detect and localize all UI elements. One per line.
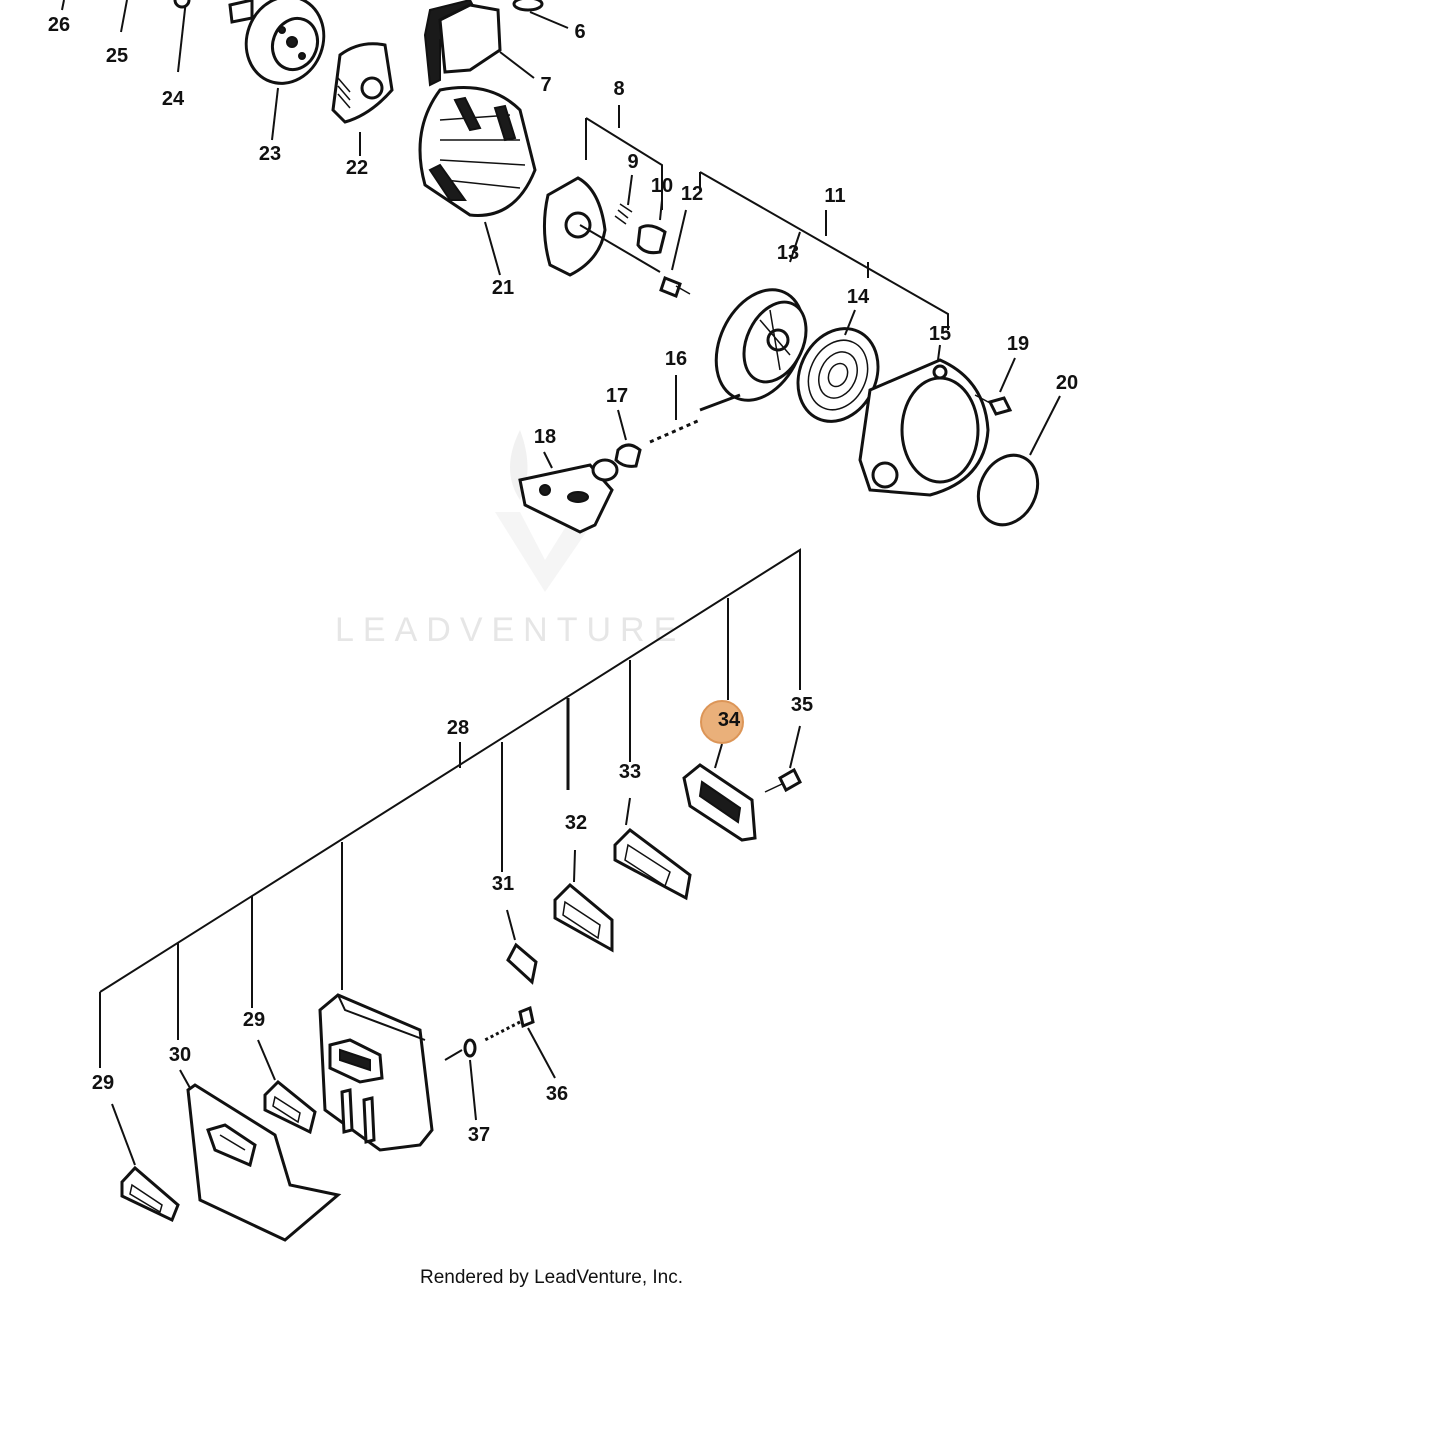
part-28-bracket-line <box>99 548 801 993</box>
part-12-screw <box>659 276 691 298</box>
render-credit: Rendered by LeadVenture, Inc. <box>420 1267 683 1288</box>
callout-31[interactable]: 31 <box>492 873 514 895</box>
part-30-heat-shield <box>186 1083 342 1242</box>
callout-14[interactable]: 14 <box>847 286 870 308</box>
part-37-washer <box>463 1038 477 1058</box>
part-22-clutch-shoe <box>331 42 394 124</box>
part-16-starter-rope <box>649 418 701 444</box>
callout-17[interactable]: 17 <box>606 385 628 407</box>
part-31-plate <box>506 942 538 985</box>
callout-20[interactable]: 20 <box>1056 372 1078 394</box>
callout-13[interactable]: 13 <box>777 242 799 264</box>
part-24-washer <box>173 0 191 9</box>
callout-23[interactable]: 23 <box>259 143 281 165</box>
part-14-recoil-spring <box>796 327 880 423</box>
callout-25[interactable]: 25 <box>106 45 128 67</box>
part-10-pawl <box>636 224 667 255</box>
callout-29-upper[interactable]: 29 <box>243 1009 265 1031</box>
part-8-starter-pulley <box>542 176 661 277</box>
part-33-gasket <box>613 828 692 901</box>
watermark-text: LEADVENTURE <box>335 611 685 649</box>
callout-29-lower[interactable]: 29 <box>92 1072 114 1094</box>
callout-12[interactable]: 12 <box>681 183 703 205</box>
callout-6[interactable]: 6 <box>574 21 585 43</box>
callout-11[interactable]: 11 <box>824 185 845 207</box>
part-20-o-ring <box>976 453 1040 527</box>
part-35-bolt <box>764 767 802 793</box>
callout-21[interactable]: 21 <box>492 277 514 299</box>
callout-16[interactable]: 16 <box>665 348 687 370</box>
part-15-starter-housing <box>858 358 990 497</box>
callout-18[interactable]: 18 <box>534 426 556 448</box>
callout-24[interactable]: 24 <box>162 88 185 110</box>
callout-37[interactable]: 37 <box>468 1124 490 1146</box>
callout-9[interactable]: 9 <box>627 151 638 173</box>
part-7-cover <box>423 0 502 87</box>
muffler <box>318 993 434 1152</box>
callout-32[interactable]: 32 <box>565 812 587 834</box>
callout-7[interactable]: 7 <box>540 74 551 96</box>
callout-34[interactable]: 34 <box>718 709 741 731</box>
callout-19[interactable]: 19 <box>1007 333 1029 355</box>
highlight-marker <box>700 700 744 744</box>
part-19-bolt <box>974 394 1013 416</box>
part-32-gasket <box>553 882 614 953</box>
part-18-starter-handle <box>518 458 619 534</box>
callout-10[interactable]: 10 <box>651 175 673 197</box>
callout-35[interactable]: 35 <box>791 694 813 716</box>
callout-15[interactable]: 15 <box>929 323 951 345</box>
part-21-flywheel <box>418 86 537 217</box>
part-17-grommet <box>614 443 642 468</box>
part-6-cap <box>512 0 544 12</box>
part-29-gasket-upper <box>263 1079 317 1135</box>
callout-36[interactable]: 36 <box>546 1083 568 1105</box>
part-34-gasket <box>682 763 757 842</box>
callout-22[interactable]: 22 <box>346 157 368 179</box>
part-9-spring <box>614 203 633 225</box>
part-29-gasket-lower <box>120 1165 180 1223</box>
callout-26[interactable]: 26 <box>48 14 70 36</box>
callout-30[interactable]: 30 <box>169 1044 191 1066</box>
callout-28[interactable]: 28 <box>447 717 469 739</box>
part-36-bolt <box>484 1005 535 1042</box>
callout-8[interactable]: 8 <box>613 78 624 100</box>
part-23-clutch-drum <box>228 0 326 85</box>
callout-33[interactable]: 33 <box>619 761 641 783</box>
